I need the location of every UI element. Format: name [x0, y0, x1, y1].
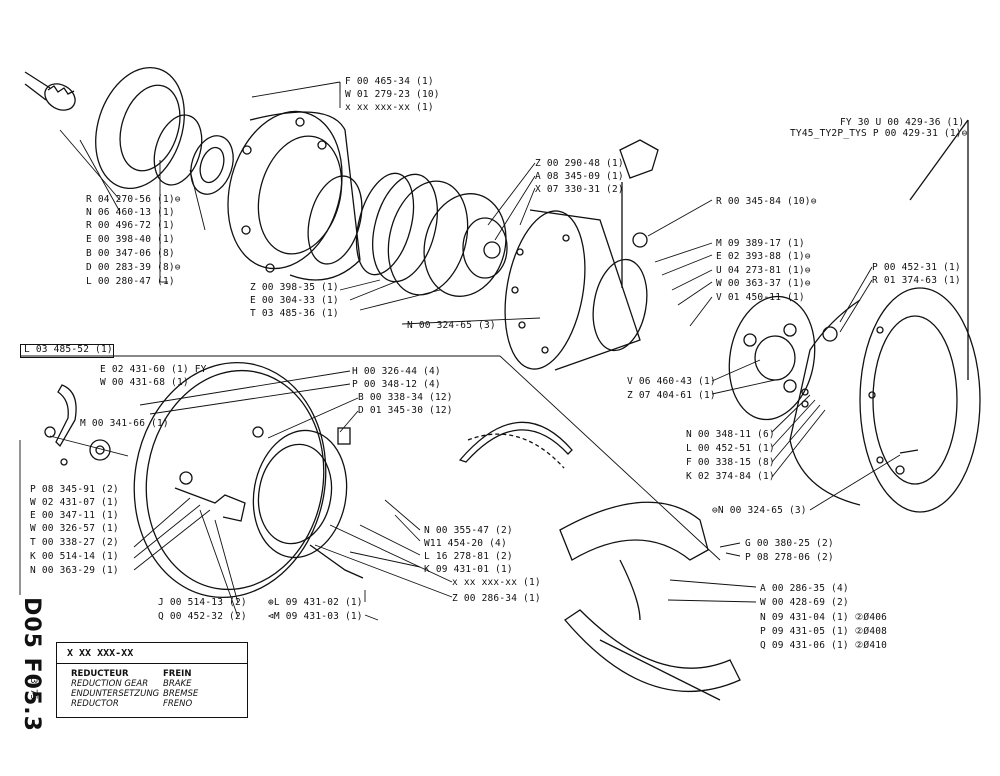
part-label: Z 00 290-48 (1) — [535, 158, 624, 169]
part-label: E 02 393-88 (1)⊖ — [716, 251, 811, 262]
part-label: D 01 345-30 (12) — [358, 405, 453, 416]
part-label: U 04 273-81 (1)⊖ — [716, 265, 811, 276]
part-label: N 09 431-04 (1) ②Ø406 — [760, 612, 888, 623]
title-block: X XX XXX-XX REDUCTEUR REDUCTION GEAR END… — [56, 642, 248, 718]
part-label: F 00 465-34 (1) — [345, 76, 434, 87]
part-label: Q 09 431-06 (1) ②Ø410 — [760, 640, 888, 651]
part-label: M 00 341-66 (1) — [80, 418, 169, 429]
part-label: Z 00 398-35 (1) — [250, 282, 339, 293]
part-label: B 00 347-06 (8) — [86, 248, 175, 259]
gear-housing — [504, 209, 648, 371]
brake-lever — [44, 384, 111, 466]
title-left-3: REDUCTOR — [71, 699, 119, 709]
part-label: W 00 363-37 (1)⊖ — [716, 278, 811, 289]
part-label: K 00 514-14 (1) — [30, 551, 119, 562]
part-label: N 00 324-65 (3) — [407, 320, 496, 331]
part-label: E 00 347-11 (1) — [30, 510, 119, 521]
title-right-column: FREIN BRAKE BREMSE FRENO — [163, 669, 198, 709]
part-label: B 00 338-34 (12) — [358, 392, 453, 403]
part-label: W 01 279-23 (10) — [345, 89, 440, 100]
part-label: P 09 431-05 (1) ②Ø408 — [760, 626, 888, 637]
part-label: P 08 345-91 (2) — [30, 484, 119, 495]
part-label: W 00 326-57 (1) — [30, 523, 119, 534]
part-label: K 09 431-01 (1) — [424, 564, 513, 575]
part-label: P 00 348-12 (4) — [352, 379, 441, 390]
part-label: V 06 460-43 (1) — [627, 376, 716, 387]
part-label: R 00 496-72 (1) — [86, 220, 175, 231]
part-label: x xx xxx-xx (1) — [345, 102, 434, 113]
part-label: Q 00 452-32 (2) — [158, 611, 247, 622]
caliper-ring — [174, 427, 364, 579]
main-housing — [227, 110, 363, 281]
title-left-1: REDUCTION GEAR — [71, 679, 149, 689]
part-label: W 00 431-68 (1) — [100, 377, 189, 388]
part-label: R 01 374-63 (1) — [872, 275, 961, 286]
part-label: G 00 380-25 (2) — [745, 538, 834, 549]
part-label: TY45_TY2P_TYS P 00 429-31 (1)⊖ — [790, 128, 968, 139]
part-label: FY 30 U 00 429-36 (1) — [840, 117, 965, 128]
part-label: N 06 460-13 (1) — [86, 207, 175, 218]
title-left-2: ENDUNTERSETZUNG — [71, 689, 160, 699]
part-label: N 00 355-47 (2) — [424, 525, 513, 536]
part-label: T 03 485-36 (1) — [250, 308, 339, 319]
part-number: X XX XXX-XX — [67, 648, 134, 659]
title-right-3: FRENO — [163, 699, 193, 709]
part-label: D 00 283-39 (8)⊖ — [86, 262, 181, 273]
part-label: ⊕L 09 431-02 (1) — [268, 597, 363, 608]
part-label: L 00 452-51 (1) — [686, 443, 775, 454]
divider — [57, 663, 247, 664]
brake-drum — [789, 119, 981, 513]
part-label: W11 454-20 (4) — [424, 538, 507, 549]
part-label: E 00 304-33 (1) — [250, 295, 339, 306]
group-label-box — [20, 344, 114, 358]
part-label: P 00 452-31 (1) — [872, 262, 961, 273]
part-label: Z 00 286-34 (1) — [452, 593, 541, 604]
part-label: W 00 428-69 (2) — [760, 597, 849, 608]
part-label: R 04 270-56 (1)⊖ — [86, 194, 181, 205]
ring-gear — [355, 172, 507, 297]
part-label: A 00 286-35 (4) — [760, 583, 849, 594]
title-left-0: REDUCTEUR — [71, 669, 129, 679]
part-label: K 02 374-84 (1) — [686, 471, 775, 482]
part-label: T 00 338-27 (2) — [30, 537, 119, 548]
title-left-column: REDUCTEUR REDUCTION GEAR ENDUNTERSETZUNG… — [71, 669, 159, 709]
document-date: 3-75 — [27, 678, 38, 700]
part-label: P 08 278-06 (2) — [745, 552, 834, 563]
part-label: A 08 345-09 (1) — [535, 171, 624, 182]
part-label: V 01 450-11 (1) — [716, 292, 805, 303]
part-label: L 00 280-47 (1) — [86, 276, 175, 287]
part-label: M 09 389-17 (1) — [716, 238, 805, 249]
leader-lines — [19, 81, 901, 621]
bearing-flange — [95, 66, 234, 195]
title-right-1: BRAKE — [163, 679, 192, 689]
part-label: H 00 326-44 (4) — [352, 366, 441, 377]
part-label: L 03 485-52 (1) — [24, 344, 113, 355]
title-right-0: FREIN — [163, 669, 192, 679]
document-code: D05 F05.3 — [18, 597, 44, 732]
part-label: J 00 514-13 (2) — [158, 597, 247, 608]
part-label: N 00 363-29 (1) — [30, 565, 119, 576]
part-label: L 16 278-81 (2) — [424, 551, 513, 562]
part-label: Z 07 404-61 (1) — [627, 390, 716, 401]
part-label: E 02 431-60 (1) FY — [100, 364, 207, 375]
part-label: ⊲M 09 431-03 (1) — [268, 611, 363, 622]
part-label: E 00 398-40 (1) — [86, 234, 175, 245]
input-shaft — [24, 71, 76, 111]
part-label: X 07 330-31 (2) — [535, 184, 624, 195]
part-label: ⊖N 00 324-65 (3) — [712, 505, 807, 516]
brake-shoes — [458, 421, 741, 701]
part-label: W 02 431-07 (1) — [30, 497, 119, 508]
part-label: x xx xxx-xx (1) — [452, 577, 541, 588]
part-label: N 00 348-11 (6) — [686, 429, 775, 440]
part-label: F 00 338-15 (8) — [686, 457, 775, 468]
planet-carrier — [462, 139, 659, 288]
backing-plate — [133, 361, 327, 599]
title-right-2: BREMSE — [163, 689, 199, 699]
part-label: R 00 345-84 (10)⊖ — [716, 196, 817, 207]
